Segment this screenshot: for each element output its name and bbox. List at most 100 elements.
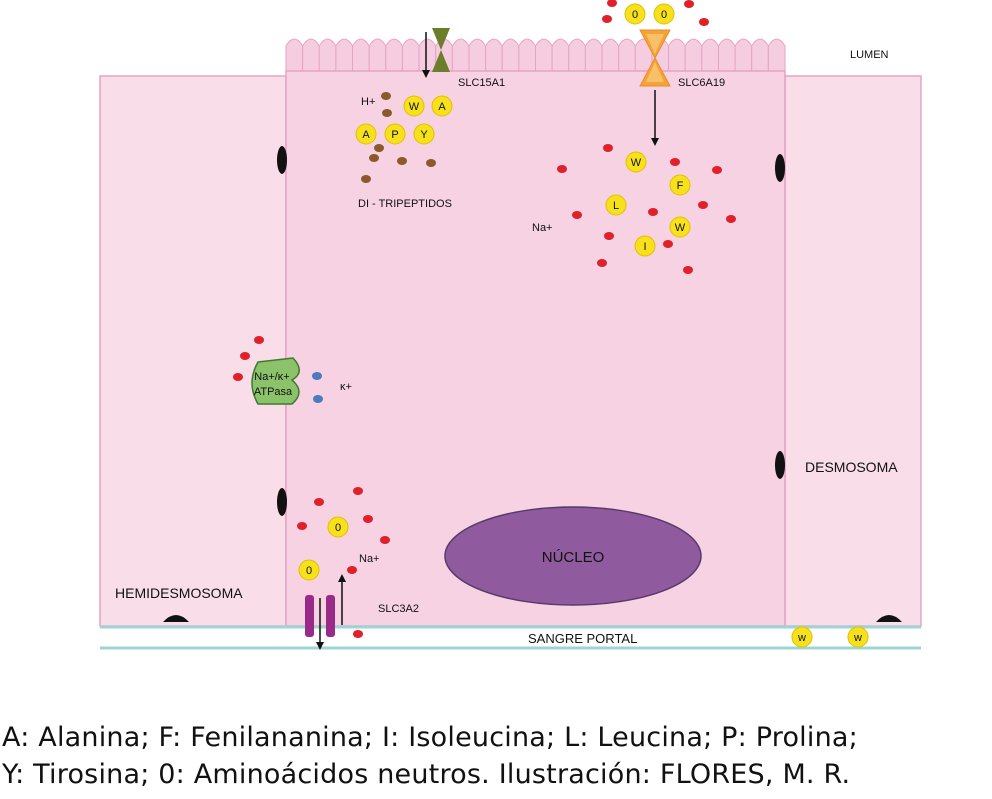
potassium-ion [313, 395, 323, 403]
amino-neutral-lumen-2: 0 [653, 3, 675, 25]
right-cell [784, 75, 922, 627]
sodium-ion [353, 487, 363, 495]
slc15a1-label: SLC15A1 [458, 77, 505, 89]
sodium-ion [363, 515, 373, 523]
potassium-ions [312, 372, 323, 403]
potassium-ion [312, 372, 322, 380]
microvillus [335, 38, 354, 73]
sodium-ion [254, 336, 264, 344]
sodium-ion [726, 215, 736, 223]
microvillus [684, 38, 703, 73]
sodium-ion [699, 18, 709, 26]
microvillus [518, 38, 536, 73]
pump-label-line1: Na+/κ+ [254, 371, 289, 383]
sodium-ion [670, 158, 680, 166]
amino-w-blood-1: w [791, 626, 813, 648]
lumen-label: LUMEN [850, 49, 889, 61]
microvillus [668, 38, 686, 73]
microvillus [535, 38, 553, 73]
desmosome-left-bottom [277, 488, 287, 516]
sodium-ion [698, 201, 708, 209]
amino-l-cell: L [605, 194, 627, 216]
sodium-ion [683, 266, 693, 274]
sodium-ion [604, 232, 614, 240]
slc3a2-bar-right [326, 595, 335, 637]
k-plus-label: κ+ [340, 381, 352, 393]
peptide-dots [361, 92, 436, 183]
sodium-ion [648, 208, 658, 216]
amino-w-blood-2: w [847, 626, 869, 648]
amino-acids: W A A P Y 0 0 W F L W I 0 0 w w [298, 3, 869, 648]
microvillus [451, 38, 470, 73]
svg-text:W: W [409, 101, 420, 113]
amino-neutral-basal-2: 0 [298, 559, 320, 581]
amino-neutral-lumen-1: 0 [624, 3, 646, 25]
slc6a19-inner [646, 34, 664, 82]
sodium-ion [347, 566, 357, 574]
microvillus [568, 38, 586, 73]
sodium-ion [602, 15, 612, 23]
microvillus [302, 38, 320, 73]
svg-text:L: L [613, 200, 619, 212]
slc6a19-label: SLC6A19 [678, 77, 725, 89]
svg-text:A: A [362, 129, 370, 141]
sodium-ion [314, 498, 324, 506]
sodium-ion [353, 630, 363, 638]
svg-text:w: w [797, 632, 806, 644]
sodium-ions [233, 0, 736, 638]
microvillus [501, 38, 520, 73]
sodium-ion [712, 166, 722, 174]
svg-text:w: w [853, 632, 862, 644]
svg-text:A: A [438, 101, 446, 113]
na-k-atpase-pump [251, 357, 300, 405]
sodium-ion [663, 240, 673, 248]
slc3a2-bar-left [305, 595, 314, 637]
microvillus [701, 38, 719, 73]
peptide-dot [381, 92, 391, 100]
amino-f-cell: F [669, 174, 691, 196]
svg-text:0: 0 [306, 565, 312, 577]
svg-text:F: F [677, 180, 684, 192]
microvillus [584, 38, 603, 73]
sodium-ion [297, 522, 307, 530]
microvillus [767, 38, 786, 73]
svg-text:0: 0 [632, 9, 638, 21]
peptide-dot [361, 175, 371, 183]
sodium-ion [684, 0, 694, 8]
slc6a19-transporter [639, 29, 671, 87]
microvillus [285, 38, 304, 73]
left-cell [99, 75, 287, 627]
amino-w-dipeptide: W [403, 95, 425, 117]
amino-neutral-basal-1: 0 [327, 516, 349, 538]
h-plus-label: H+ [361, 96, 375, 108]
sodium-ion [603, 144, 613, 152]
microvillus [551, 38, 570, 73]
svg-text:0: 0 [661, 9, 667, 21]
microvillus [318, 38, 337, 73]
desmosome-right-top [775, 154, 785, 182]
desmosome-right-bottom [775, 451, 785, 479]
microvillus [618, 38, 636, 73]
hemidesmosome-left [163, 615, 189, 622]
svg-text:I: I [643, 241, 646, 253]
amino-a-dipeptide: A [431, 95, 453, 117]
peptide-dot [382, 109, 392, 117]
caption-line-1: A: Alanina; F: Fenilananina; I: Isoleuci… [2, 722, 858, 753]
nucleus-label: NÚCLEO [542, 549, 605, 566]
hemidesmosoma-label: HEMIDESMOSOMA [115, 585, 243, 601]
svg-text:P: P [391, 129, 398, 141]
caption-line-2: Y: Tirosina; 0: Aminoácidos neutros. Ilu… [2, 759, 851, 790]
microvillus [368, 38, 387, 73]
svg-text:W: W [631, 157, 642, 169]
microvillus [751, 38, 769, 73]
sangre-portal-label: SANGRE PORTAL [528, 631, 637, 646]
slc15a1-transporter [432, 28, 450, 72]
peptide-dot [426, 159, 436, 167]
microvillus [418, 38, 437, 73]
microvillus [468, 38, 487, 73]
sodium-ion [557, 165, 567, 173]
peptide-dot [374, 144, 384, 152]
desmosome-left-top [277, 146, 287, 174]
sodium-ion [233, 373, 243, 381]
hemidesmosome-right [876, 615, 902, 622]
